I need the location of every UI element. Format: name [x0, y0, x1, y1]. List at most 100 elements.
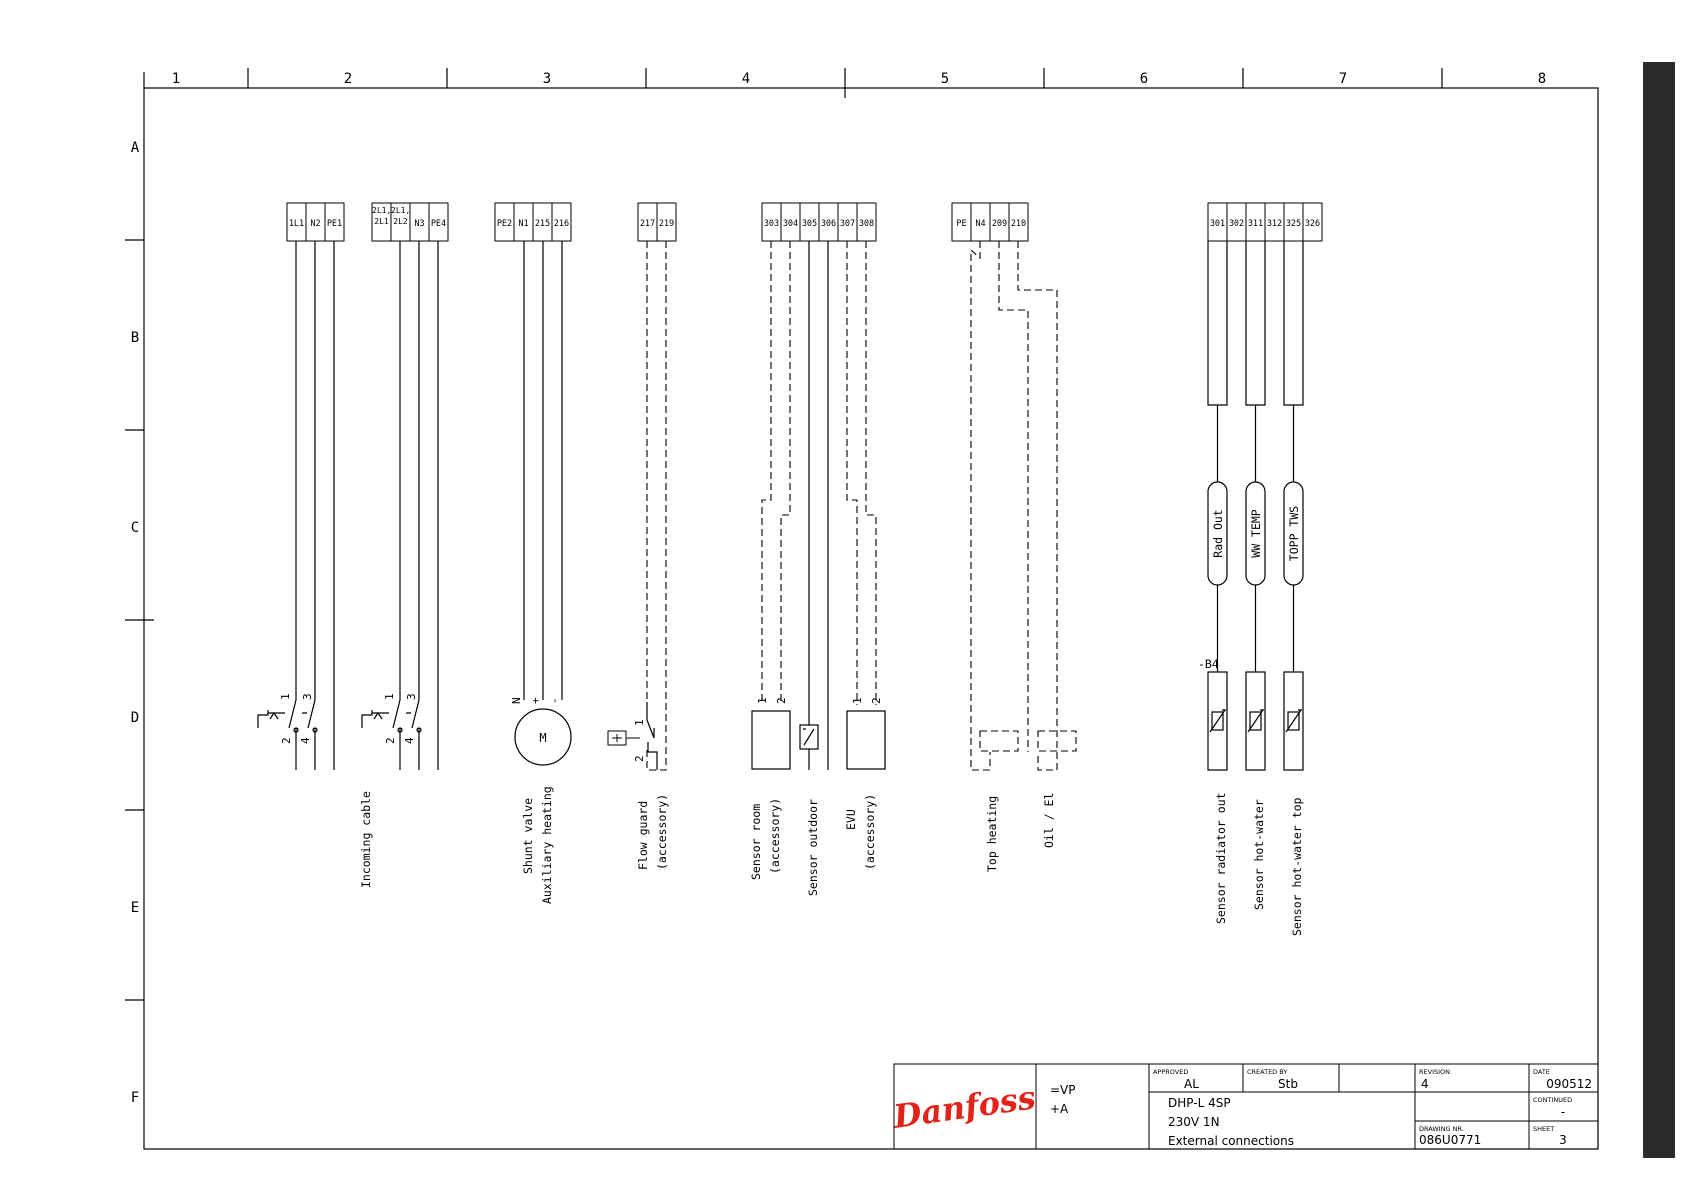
row-label: B	[131, 330, 139, 346]
revision-label: REVISION	[1419, 1068, 1450, 1076]
terminal-label: N4	[975, 219, 985, 229]
product-name: DHP-L 4SP	[1168, 1096, 1231, 1110]
approved-value: AL	[1184, 1077, 1199, 1091]
column-label: 5	[941, 71, 949, 87]
terminal-label: 210	[1011, 219, 1026, 229]
switch-pin-labels: 1 3 2 4 1 3 2 4	[279, 693, 418, 744]
description-sensor-outdoor: Sensor outdoor	[806, 799, 820, 896]
terminal-label: 304	[783, 219, 798, 229]
column-label: 6	[1140, 71, 1148, 87]
location: +A	[1050, 1102, 1069, 1116]
terminal-label: 312	[1267, 219, 1282, 229]
terminal-label: 307	[840, 219, 855, 229]
row-label: A	[131, 140, 140, 156]
side-bar	[1643, 62, 1675, 1158]
terminal-label: 325	[1286, 219, 1301, 229]
motor-pin: -	[548, 697, 561, 704]
terminal-blocks	[286, 202, 1323, 242]
sensor-ref: -B4	[1198, 657, 1219, 671]
dashed-wires	[646, 241, 1058, 771]
incoming-switch-1	[257, 699, 318, 733]
terminal-label: 219	[659, 219, 674, 229]
product-voltage: 230V 1N	[1168, 1115, 1220, 1129]
switch-pin: 4	[403, 737, 416, 744]
evu-pin: 1	[851, 697, 864, 704]
column-labels: 1 2 3 4 5 6 7 8	[172, 71, 1546, 87]
sensor-tag: Rad Out	[1211, 509, 1225, 557]
terminal-label: PE4	[431, 219, 446, 229]
terminal-labels: 1L1 N2 PE1 2L1, 2L1 2L1, 2L2 N3 PE4 PE2 …	[289, 206, 1320, 229]
row-label: F	[131, 1090, 139, 1106]
sensor-outdoor-symbol	[799, 724, 819, 750]
date-label: DATE	[1533, 1068, 1550, 1076]
heating-relays	[979, 730, 1077, 752]
description-incoming-cable: Incoming cable	[359, 791, 373, 888]
drawing-number-value: 086U0771	[1419, 1133, 1481, 1147]
solid-wires	[295, 241, 1304, 770]
flow-guard-switch: 1 2	[607, 702, 658, 770]
created-value: Stb	[1278, 1077, 1298, 1091]
drawing-subject: External connections	[1168, 1134, 1294, 1148]
terminal-label: 305	[802, 219, 817, 229]
description-sensor-hot-water: Sensor hot-water	[1252, 799, 1266, 910]
title-block	[893, 1063, 1599, 1150]
created-label: CREATED BY	[1247, 1068, 1287, 1076]
row-labels: A B C D E F	[131, 140, 140, 1106]
row-label: E	[131, 900, 139, 916]
terminal-label: PE1	[327, 219, 342, 229]
terminal-label: 301	[1210, 219, 1225, 229]
sensor-tag: TOPP TWS	[1287, 506, 1301, 561]
designation: =VP	[1050, 1083, 1076, 1097]
column-label: 8	[1538, 71, 1546, 87]
continued-value: -	[1561, 1105, 1565, 1119]
revision-value: 4	[1421, 1077, 1429, 1091]
terminal-label: 2L1, 2L1	[372, 206, 391, 226]
danfoss-logo: Danfoss	[890, 1078, 1038, 1136]
description-sensor-room: Sensor room	[749, 804, 763, 880]
sensor-pin: 1	[756, 697, 769, 704]
column-label: 4	[742, 71, 750, 87]
column-label: 1	[172, 71, 180, 87]
column-label: 7	[1339, 71, 1347, 87]
switch-pin: 1	[279, 693, 292, 700]
motor-label: M	[539, 731, 546, 745]
sheet-label: SHEET	[1533, 1125, 1554, 1133]
description-auxiliary-heating: Auxiliary heating	[540, 786, 554, 904]
date-value: 090512	[1546, 1077, 1592, 1091]
description-top-heating: Top heating	[985, 796, 999, 872]
row-label: C	[131, 520, 139, 536]
ntc-sensors	[1207, 671, 1304, 771]
sensor-pin: 2	[775, 697, 788, 704]
sheet-value: 3	[1559, 1133, 1567, 1147]
circuit-descriptions: Incoming cable Shunt valve Auxiliary hea…	[359, 786, 1304, 936]
terminal-label: N2	[310, 219, 320, 229]
continued-label: CONTINUED	[1533, 1096, 1572, 1104]
column-label: 3	[543, 71, 551, 87]
column-label: 2	[344, 71, 352, 87]
description-evu-accessory: (accessory)	[863, 794, 877, 870]
description-flow-guard-accessory: (accessory)	[655, 794, 669, 870]
switch-pin: 3	[405, 693, 418, 700]
terminal-label: N1	[518, 219, 528, 229]
terminal-label: 311	[1248, 219, 1263, 229]
drawing-number-label: DRAWING NR.	[1419, 1125, 1464, 1133]
terminal-label: 1L1	[289, 219, 304, 229]
terminal-label: PE2	[497, 219, 512, 229]
terminal-label: 217	[640, 219, 655, 229]
shunt-motor: M N + -	[510, 697, 572, 766]
row-label: D	[131, 710, 139, 726]
sensor-tags: Rad Out WW TEMP TOPP TWS	[1207, 481, 1304, 586]
incoming-switch-2	[361, 699, 422, 733]
terminal-label: 308	[859, 219, 874, 229]
description-shunt-valve: Shunt valve	[521, 798, 535, 874]
flow-pin: 2	[633, 755, 646, 762]
switch-pin: 4	[299, 737, 312, 744]
terminal-label: PE	[956, 219, 966, 229]
terminal-label: N3	[414, 219, 424, 229]
title-block-text: =VP +A APPROVED AL CREATED BY Stb REVISI…	[1050, 1068, 1592, 1148]
terminal-label: 215	[535, 219, 550, 229]
switch-pin: 3	[301, 693, 314, 700]
description-flow-guard: Flow guard	[636, 801, 650, 870]
evu-box: 1 2	[846, 697, 886, 770]
